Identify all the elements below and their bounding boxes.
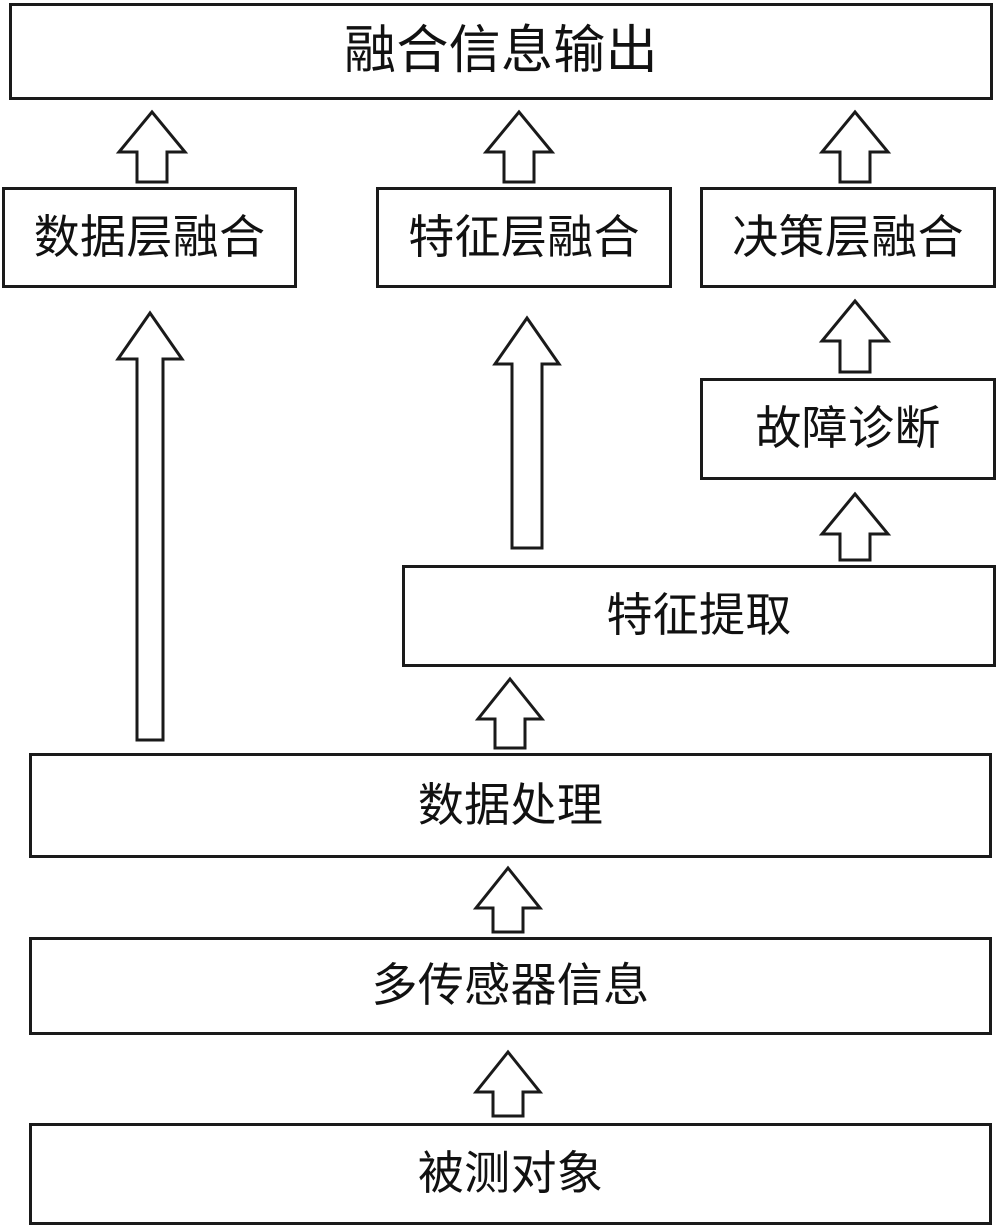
arrow-feature-extraction-to-feature-fusion bbox=[492, 315, 562, 550]
arrow-multi-sensor-to-data-processing bbox=[472, 865, 544, 934]
node-fault-diagnosis[interactable]: 故障诊断 bbox=[700, 378, 996, 480]
arrow-data-fusion-to-output bbox=[115, 109, 189, 184]
node-label-feature-extraction: 特征提取 bbox=[606, 590, 792, 641]
arrow-decision-fusion-to-output bbox=[818, 109, 892, 184]
node-data-processing[interactable]: 数据处理 bbox=[29, 753, 992, 858]
node-label-data-level-fusion: 数据层融合 bbox=[33, 211, 266, 263]
node-fusion-output[interactable]: 融合信息输出 bbox=[9, 3, 993, 100]
arrow-data-processing-to-data-fusion bbox=[115, 310, 185, 742]
node-label-feature-level-fusion: 特征层融合 bbox=[408, 211, 640, 263]
arrow-data-processing-to-feature-extraction bbox=[474, 676, 546, 750]
node-label-fusion-output: 融合信息输出 bbox=[344, 22, 658, 80]
node-object-under-test[interactable]: 被测对象 bbox=[29, 1123, 992, 1225]
node-feature-level-fusion[interactable]: 特征层融合 bbox=[376, 187, 672, 288]
node-label-multi-sensor-information: 多传感器信息 bbox=[371, 960, 650, 1011]
node-data-level-fusion[interactable]: 数据层融合 bbox=[2, 187, 297, 288]
node-label-data-processing: 数据处理 bbox=[417, 779, 604, 831]
node-label-fault-diagnosis: 故障诊断 bbox=[755, 403, 941, 454]
arrow-fault-diagnosis-to-decision-fusion bbox=[818, 298, 892, 374]
node-label-decision-level-fusion: 决策层融合 bbox=[732, 211, 964, 263]
arrow-feature-fusion-to-output bbox=[482, 109, 556, 184]
arrow-object-to-multi-sensor bbox=[472, 1049, 544, 1118]
node-decision-level-fusion[interactable]: 决策层融合 bbox=[700, 187, 996, 288]
arrow-feature-extraction-to-fault-diagnosis bbox=[818, 491, 892, 562]
node-label-object-under-test: 被测对象 bbox=[417, 1148, 604, 1199]
node-multi-sensor-information[interactable]: 多传感器信息 bbox=[29, 937, 992, 1035]
node-feature-extraction[interactable]: 特征提取 bbox=[402, 565, 996, 667]
